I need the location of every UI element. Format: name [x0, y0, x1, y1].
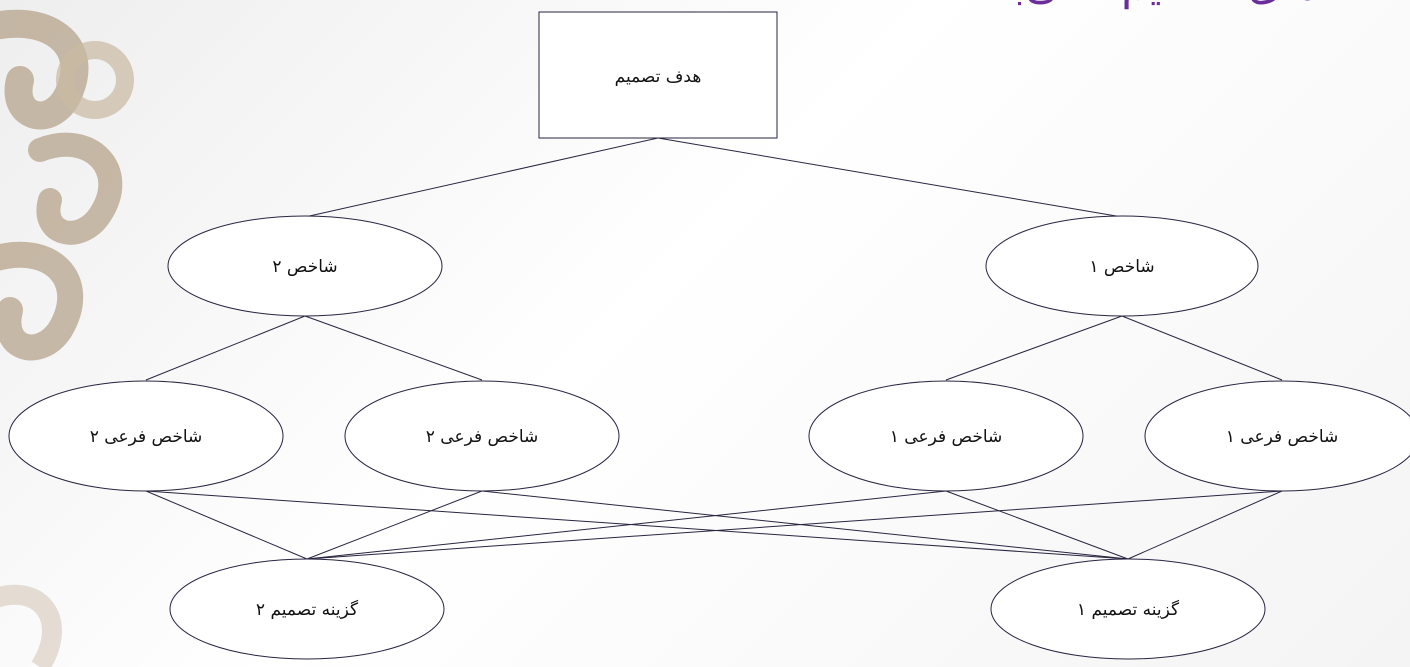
edge-criterion-1-sub-1a — [945, 315, 1123, 381]
slide-heading: ‌های تصمیم» می‌باشد. — [930, 0, 1316, 9]
edge-sub-1a-alt-2 — [306, 490, 947, 560]
edge-sub-2a-alt-1 — [145, 490, 1129, 560]
criterion-2-node: شاخص ۲ — [167, 215, 443, 317]
edge-goal-criterion-2 — [304, 137, 659, 218]
alternative-1-node: گزینه تصمیم ۱ — [990, 558, 1266, 660]
sub-criterion-1b-label: شاخص فرعی ۱ — [1226, 427, 1339, 447]
goal-node: هدف تصمیم — [538, 11, 778, 139]
alternative-2-node: گزینه تصمیم ۲ — [169, 558, 445, 660]
sub-criterion-1a-node: شاخص فرعی ۱ — [808, 380, 1084, 492]
edge-goal-criterion-1 — [657, 137, 1123, 218]
edge-sub-2b-alt-2 — [306, 490, 483, 560]
edge-sub-1b-alt-2 — [306, 490, 1283, 560]
edge-sub-1a-alt-1 — [945, 490, 1129, 560]
criterion-1-node: شاخص ۱ — [985, 215, 1259, 317]
sub-criterion-2a-label: شاخص فرعی ۲ — [90, 427, 203, 447]
edge-criterion-2-sub-2b — [304, 315, 483, 381]
sub-criterion-1a-label: شاخص فرعی ۱ — [890, 427, 1003, 447]
edge-criterion-2-sub-2a — [145, 315, 306, 381]
edge-sub-1b-alt-1 — [1127, 490, 1283, 560]
sub-criterion-2a-node: شاخص فرعی ۲ — [8, 380, 284, 492]
criterion-1-label: شاخص ۱ — [1089, 257, 1154, 277]
edge-criterion-1-sub-1b — [1121, 315, 1283, 381]
sub-criterion-2b-label: شاخص فرعی ۲ — [426, 427, 539, 447]
sub-criterion-1b-node: شاخص فرعی ۱ — [1144, 380, 1410, 492]
edge-sub-2b-alt-1 — [481, 490, 1129, 560]
decorative-ornament — [0, 9, 134, 667]
connector-lines — [145, 137, 1283, 560]
alternative-2-label: گزینه تصمیم ۲ — [256, 599, 359, 620]
alternative-1-label: گزینه تصمیم ۱ — [1077, 599, 1180, 620]
sub-criterion-2b-node: شاخص فرعی ۲ — [344, 380, 620, 492]
criterion-2-label: شاخص ۲ — [272, 257, 337, 277]
edge-sub-2a-alt-2 — [145, 490, 308, 560]
goal-label: هدف تصمیم — [615, 67, 702, 87]
